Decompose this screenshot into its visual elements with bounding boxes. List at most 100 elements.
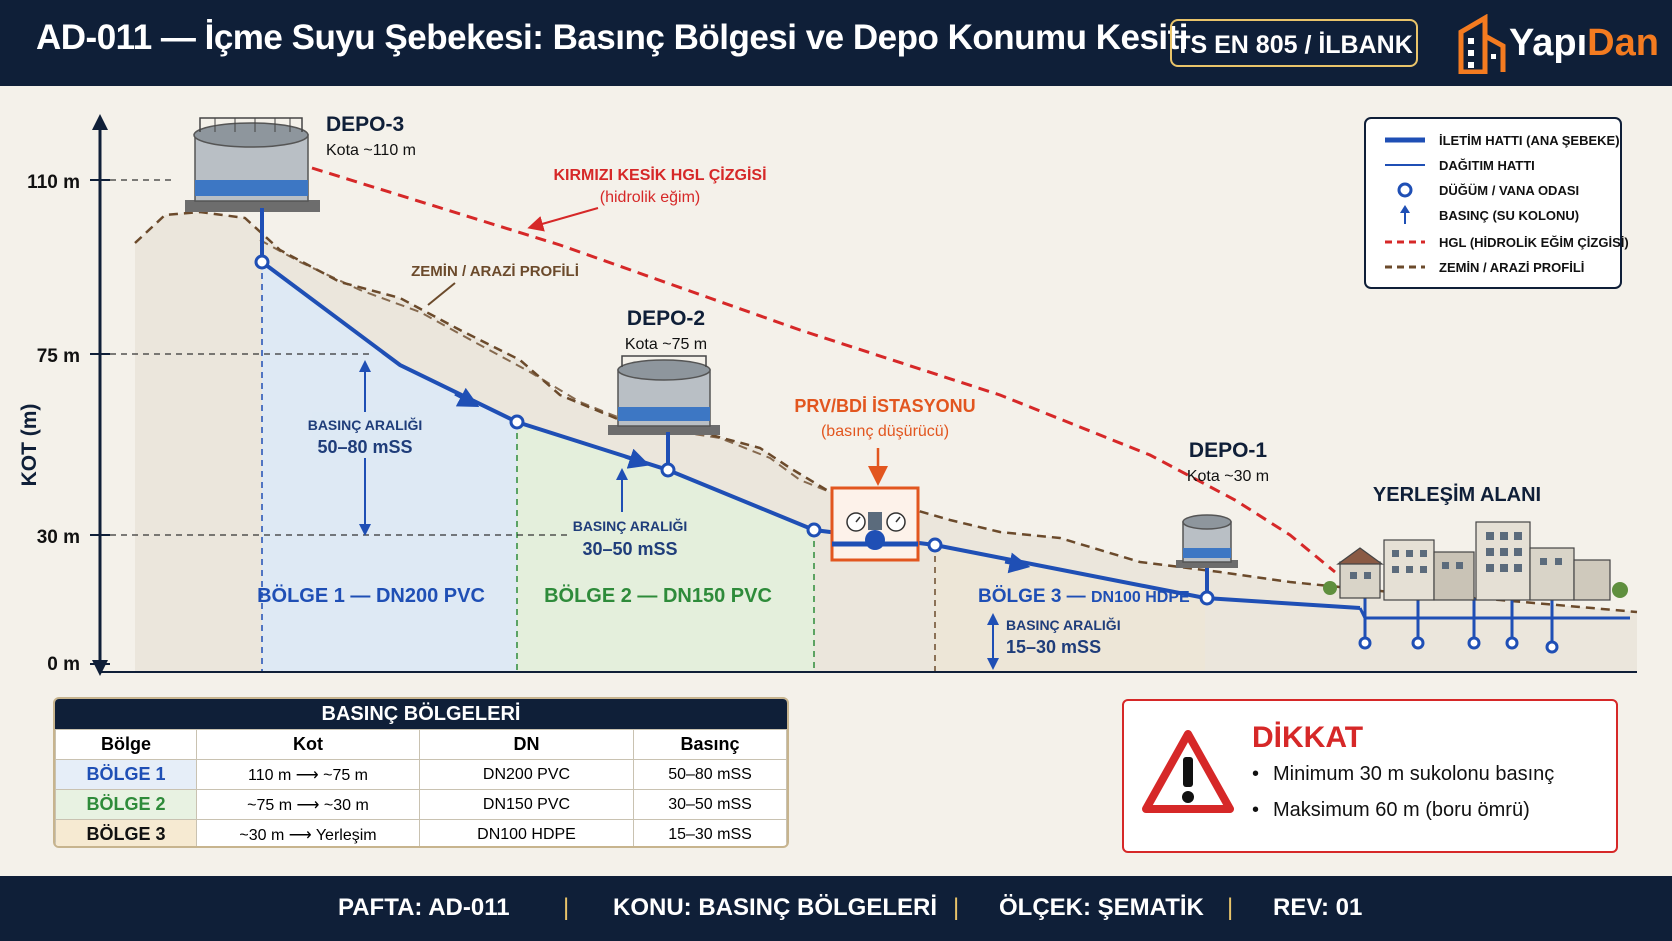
hgl-sub: (hidrolik eğim) (600, 189, 700, 206)
distribution-network (1358, 592, 1630, 654)
brand-logo: YapıDan (1457, 13, 1659, 75)
building-logo-icon (1458, 13, 1506, 75)
node-6 (1199, 590, 1215, 606)
standard-badge: TS EN 805 / İLBANK (1170, 19, 1418, 67)
depo3-name: DEPO-3 (326, 113, 404, 136)
depo3-level: Kota ~110 m (326, 142, 416, 159)
legend-item-2: DAĞITIM HATTI (1439, 158, 1535, 173)
prv-title: PRV/BDİ İSTASYONU (794, 396, 975, 416)
flow-arrow-2 (624, 448, 650, 469)
node-5 (927, 537, 943, 553)
warning-item: Maksimum 60 m (boru ömrü) (1252, 799, 1530, 822)
warning-triangle-icon (1142, 730, 1234, 813)
table-header-row: Bölge Kot DN Basınç (55, 729, 787, 760)
table-cell: DN150 PVC (419, 789, 634, 820)
table-cell: 15–30 mSS (633, 819, 787, 846)
flow-arrow-3 (1004, 552, 1031, 574)
depo2-name: DEPO-2 (627, 307, 705, 330)
table-cell: BÖLGE 3 (55, 819, 197, 846)
zone1-name: BÖLGE 1 — DN200 PVC (257, 584, 485, 607)
node-3 (660, 462, 676, 478)
zone1-range-label: BASINÇ ARALIĞI (308, 416, 423, 433)
footer-topic: KONU: BASINÇ BÖLGELERİ (613, 894, 937, 921)
zone-3-area (935, 545, 1205, 672)
axis-label: KOT (m) (18, 404, 41, 487)
warning-title: DİKKAT (1252, 721, 1364, 754)
terrain-pointer (427, 282, 456, 306)
table-cell: DN100 HDPE (419, 819, 634, 846)
tick-30: 30 m (37, 527, 80, 548)
legend-node-icon (1397, 182, 1413, 198)
hgl-pointer-arrow (527, 207, 599, 232)
table-row: BÖLGE 1 110 m ⟶ ~75 m DN200 PVC 50–80 mS… (55, 759, 787, 790)
tick-75: 75 m (37, 346, 80, 367)
table-row: BÖLGE 2 ~75 m ⟶ ~30 m DN150 PVC 30–50 mS… (55, 789, 787, 820)
zone3-name: BÖLGE 3 — DN100 HDPE (978, 586, 1190, 607)
prv-station (830, 486, 920, 562)
legend-item-3: DÜĞÜM / VANA ODASI (1439, 183, 1579, 198)
table-cell: DN200 PVC (419, 759, 634, 790)
legend-item-1: İLETİM HATTI (ANA ŞEBEKE) (1439, 133, 1620, 148)
zone2-range-value: 30–50 mSS (582, 539, 677, 559)
depo1-level: Kota ~30 m (1187, 468, 1269, 485)
footer-scale: ÖLÇEK: ŞEMATİK (999, 894, 1204, 921)
zone2-range-label: BASINÇ ARALIĞI (573, 517, 688, 534)
zone2-arrow-up-icon (616, 468, 628, 480)
table-cell: BÖLGE 1 (55, 759, 197, 790)
col-header: Bölge (55, 729, 197, 760)
tick-0: 0 m (47, 654, 80, 675)
node-4 (806, 522, 822, 538)
table-cell: 30–50 mSS (633, 789, 787, 820)
footer-bar: PAFTA: AD-011 | KONU: BASINÇ BÖLGELERİ |… (0, 876, 1672, 941)
footer-separator: | (1227, 894, 1234, 921)
table-cell: ~30 m ⟶ Yerleşim (196, 819, 420, 846)
table-cell: ~75 m ⟶ ~30 m (196, 789, 420, 820)
table-title: BASINÇ BÖLGELERİ (55, 699, 787, 729)
pressure-zones-table: BASINÇ BÖLGELERİ Bölge Kot DN Basınç BÖL… (53, 697, 789, 848)
settlement-label: YERLEŞİM ALANI (1373, 483, 1541, 506)
terrain-label: ZEMİN / ARAZİ PROFİLİ (411, 263, 579, 280)
footer-separator: | (953, 894, 960, 921)
table-row: BÖLGE 3 ~30 m ⟶ Yerleşim DN100 HDPE 15–3… (55, 819, 787, 846)
warning-item: Minimum 30 m sukolonu basınç (1252, 763, 1554, 786)
zone1-arrow-down-icon (359, 524, 371, 536)
hgl-line (311, 166, 1336, 574)
brand-name: YapıDan (1509, 22, 1659, 64)
axis-ticks: 110 m 75 m 30 m 0 m (27, 172, 570, 675)
legend-item-5: HGL (HİDROLİK EĞİM ÇİZGİSİ) (1439, 235, 1629, 250)
footer-separator: | (563, 894, 570, 921)
table-cell: 110 m ⟶ ~75 m (196, 759, 420, 790)
hgl-title: KIRMIZI KESİK HGL ÇİZGİSİ (553, 166, 766, 184)
tank-depo1 (1176, 514, 1238, 568)
terrain-profile-line-2 (259, 239, 901, 511)
zone3-arrow-up-icon (987, 613, 999, 625)
tick-110: 110 m (27, 172, 80, 193)
legend-item-6: ZEMİN / ARAZİ PROFİLİ (1439, 260, 1584, 275)
zones-table: Bölge Kot DN Basınç BÖLGE 1 110 m ⟶ ~75 … (55, 729, 787, 846)
prv-sub: (basınç düşürücü) (821, 423, 949, 440)
col-header: Basınç (633, 729, 787, 760)
col-header: DN (419, 729, 634, 760)
zone1-label-bg (312, 412, 420, 458)
section-diagram: KOT (m) 110 m 75 m 30 m 0 m KIRMIZI KESİ… (18, 113, 1638, 676)
node-2 (509, 414, 525, 430)
depo1-name: DEPO-1 (1189, 439, 1268, 462)
zone2-name: BÖLGE 2 — DN150 PVC (544, 584, 772, 607)
node-1 (254, 254, 270, 270)
warning-panel: DİKKAT Minimum 30 m sukolonu basınç Maks… (1122, 699, 1618, 853)
settlement-buildings (1323, 521, 1628, 601)
zone3-range-value: 15–30 mSS (1006, 637, 1101, 657)
legend-pressure-arrow-icon (1400, 205, 1410, 213)
table-cell: BÖLGE 2 (55, 789, 197, 820)
axis-arrow-down-icon (92, 660, 108, 676)
zone3-range-label: BASINÇ ARALIĞI (1006, 616, 1121, 633)
footer-rev: REV: 01 (1273, 894, 1363, 921)
axis-arrow-up-icon (92, 114, 108, 130)
zone-2-area (517, 422, 814, 672)
legend: İLETİM HATTI (ANA ŞEBEKE) DAĞITIM HATTI … (1364, 117, 1629, 289)
table-cell: 50–80 mSS (633, 759, 787, 790)
tank-depo3 (185, 117, 320, 212)
legend-item-4: BASINÇ (SU KOLONU) (1439, 208, 1579, 223)
header-bar: AD-011 — İçme Suyu Şebekesi: Basınç Bölg… (0, 0, 1672, 86)
page-title: AD-011 — İçme Suyu Şebekesi: Basınç Bölg… (36, 18, 1189, 57)
